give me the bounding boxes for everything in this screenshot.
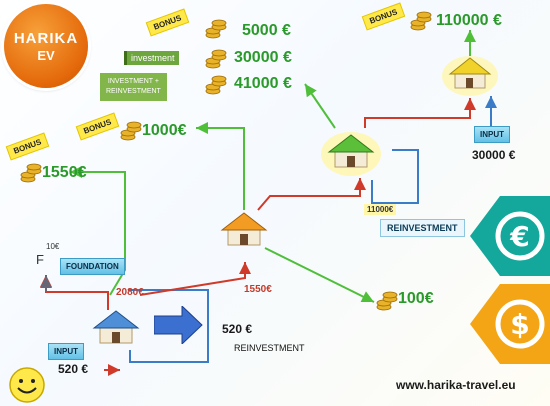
arrow-house2-house3 bbox=[257, 178, 366, 211]
input-box-top: INPUT bbox=[474, 126, 510, 143]
loop-house1-blue bbox=[128, 289, 209, 363]
amount-1550: 1550€ bbox=[42, 164, 87, 181]
euro-icon: € bbox=[470, 196, 550, 276]
input-box-bottom: INPUT bbox=[48, 343, 84, 360]
reinvestment-box-right: REINVESTMENT bbox=[380, 219, 465, 237]
footer-url[interactable]: www.harika-travel.eu bbox=[396, 378, 516, 392]
house-icon bbox=[442, 56, 498, 96]
investment-label: investment bbox=[124, 51, 179, 65]
amount-100: 100€ bbox=[398, 290, 434, 307]
logo-line1: HARIKA bbox=[13, 30, 79, 47]
amount-110000: 110000 € bbox=[436, 12, 502, 29]
smiley-icon bbox=[9, 367, 45, 403]
arrow-payout-100 bbox=[264, 247, 375, 303]
svg-text:$: $ bbox=[510, 308, 529, 341]
coin-stack-icon bbox=[205, 49, 227, 69]
amount-30000: 30000 € bbox=[234, 49, 292, 66]
foundation-mark: F bbox=[36, 252, 44, 267]
harika-logo: HARIKA EV bbox=[4, 4, 88, 88]
loop-house3-blue bbox=[371, 149, 419, 204]
house-icon bbox=[220, 212, 268, 246]
coin-stack-icon bbox=[20, 163, 42, 183]
coin-stack-icon bbox=[410, 11, 432, 31]
arrow-house3-house4 bbox=[364, 98, 476, 128]
amount-reinvest-520: 520 € bbox=[222, 322, 253, 336]
arrow-bonus-1000 bbox=[196, 122, 245, 210]
amount-1550-red: 1550€ bbox=[244, 284, 272, 295]
amount-41000: 41000 € bbox=[234, 75, 292, 92]
arrow-2080 bbox=[40, 275, 109, 310]
amount-1000: 1000€ bbox=[142, 122, 187, 139]
amount-input-520: 520 € bbox=[58, 362, 89, 376]
coin-stack-icon bbox=[205, 75, 227, 95]
house-icon bbox=[92, 310, 140, 344]
logo-line2: EV bbox=[37, 48, 55, 63]
amount-2080: 2080€ bbox=[116, 287, 144, 298]
amount-top-input: 30000 € bbox=[472, 148, 516, 162]
house-icon bbox=[321, 132, 381, 176]
amount-10: 10€ bbox=[46, 242, 60, 251]
reinvestment-label-bottom: REINVESTMENT bbox=[234, 343, 305, 353]
coin-stack-icon bbox=[205, 19, 227, 39]
arrow-bonus-1550 bbox=[70, 166, 126, 296]
right-arrow-icon bbox=[154, 306, 203, 344]
inv-reinv-label: INVESTMENT + REINVESTMENT bbox=[100, 73, 167, 101]
arrow-to-41000 bbox=[304, 83, 336, 129]
inv-reinv-line2: REINVESTMENT bbox=[106, 88, 161, 95]
amount-11000: 11000€ bbox=[364, 204, 397, 215]
dollar-icon: $ bbox=[470, 284, 550, 364]
svg-text:€: € bbox=[509, 220, 529, 253]
coin-stack-icon bbox=[120, 121, 142, 141]
foundation-box: FOUNDATION bbox=[60, 258, 125, 275]
arrow-1550 bbox=[139, 262, 251, 296]
coin-stack-icon bbox=[376, 291, 398, 311]
amount-5000: 5000 € bbox=[242, 22, 291, 39]
inv-reinv-line1: INVESTMENT + bbox=[107, 78, 159, 85]
